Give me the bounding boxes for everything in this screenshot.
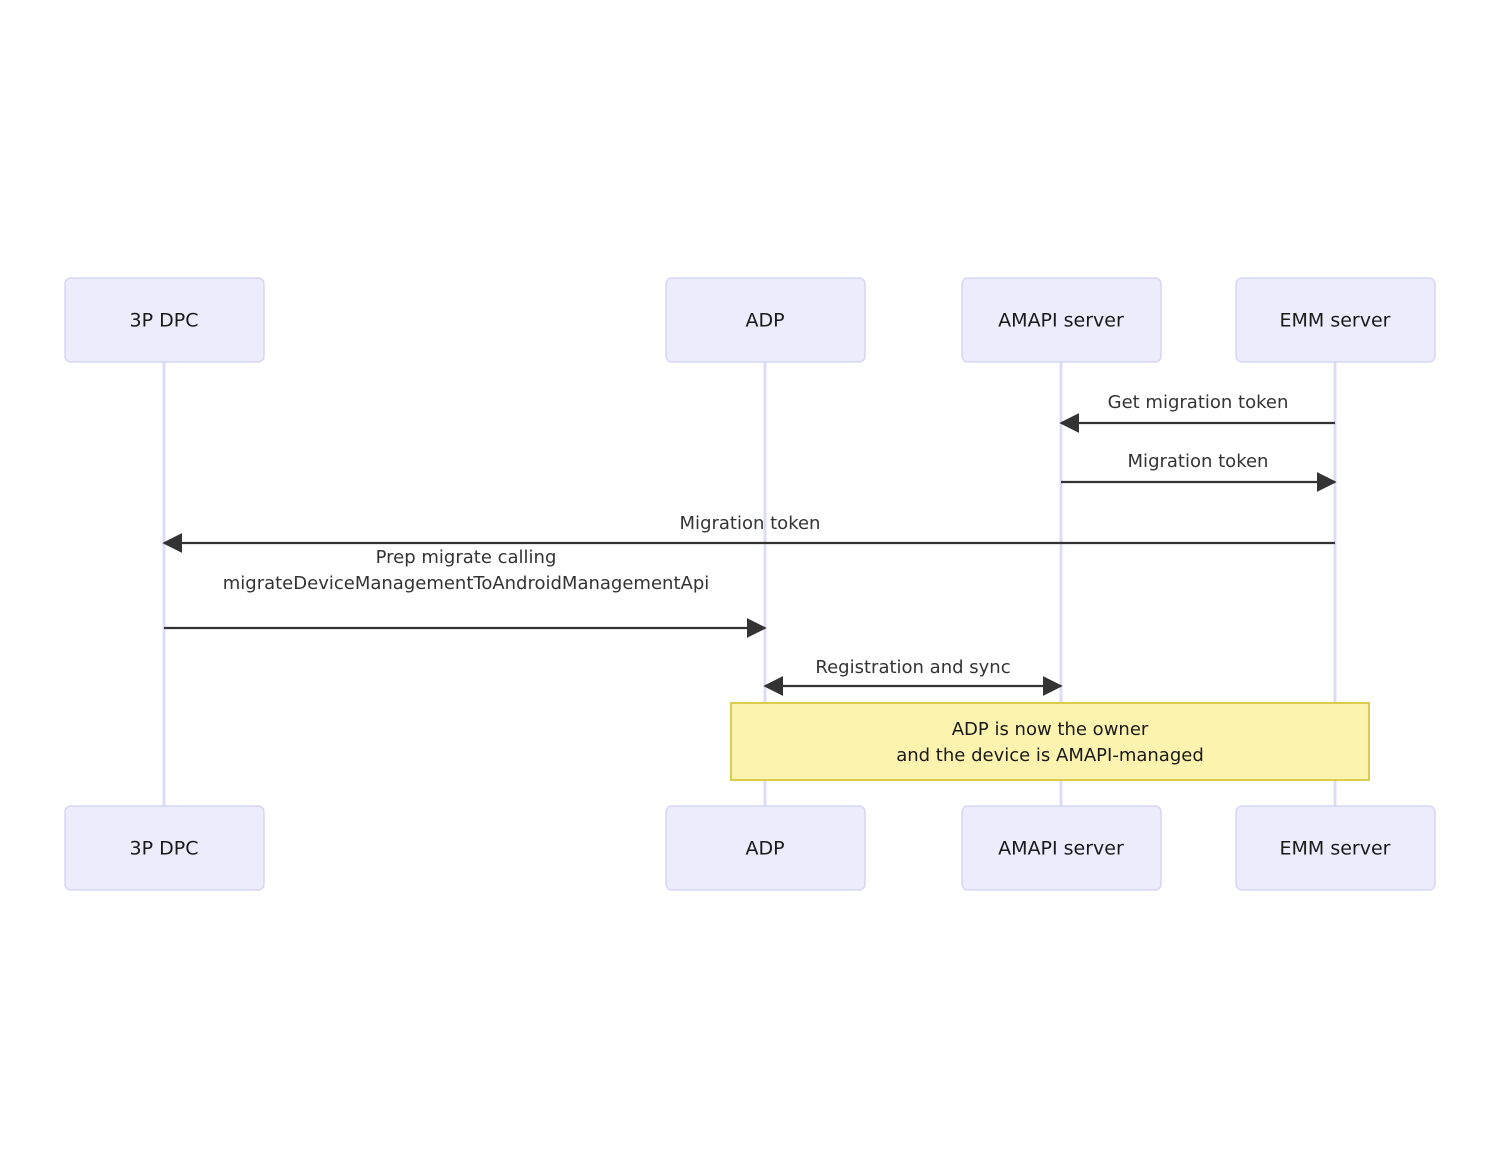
participant-adp-top[interactable]: ADP <box>665 277 866 363</box>
message-label: Prep migrate calling <box>376 547 557 568</box>
message-m5[interactable]: Registration and sync <box>763 657 1063 696</box>
message-label: Get migration token <box>1108 392 1289 413</box>
participant-amapi-bottom[interactable]: AMAPI server <box>961 805 1162 891</box>
message-label: Registration and sync <box>815 657 1010 678</box>
participant-label: ADP <box>745 838 784 860</box>
message-m3[interactable]: Migration token <box>162 513 1335 553</box>
participant-box <box>1235 805 1436 891</box>
message-label: Migration token <box>680 513 821 534</box>
participant-label: EMM server <box>1280 838 1391 860</box>
participant-box <box>1235 277 1436 363</box>
participant-box <box>64 277 265 363</box>
participant-box <box>961 805 1162 891</box>
participant-emm-top[interactable]: EMM server <box>1235 277 1436 363</box>
message-label: migrateDeviceManagementToAndroidManageme… <box>223 573 710 594</box>
participant-label: 3P DPC <box>130 838 199 860</box>
participant-box <box>665 805 866 891</box>
note-box <box>730 702 1370 781</box>
message-m1[interactable]: Get migration token <box>1059 392 1335 433</box>
participant-box <box>961 277 1162 363</box>
message-m2[interactable]: Migration token <box>1061 451 1337 492</box>
note-text-line: and the device is AMAPI-managed <box>896 745 1204 766</box>
participant-dpc-top[interactable]: 3P DPC <box>64 277 265 363</box>
participant-amapi-top[interactable]: AMAPI server <box>961 277 1162 363</box>
participant-label: EMM server <box>1280 310 1391 332</box>
message-label: Migration token <box>1128 451 1269 472</box>
participant-label: AMAPI server <box>998 310 1124 332</box>
participant-dpc-bottom[interactable]: 3P DPC <box>64 805 265 891</box>
notes-group: ADP is now the owner and the device is AM… <box>730 702 1370 781</box>
participant-emm-bottom[interactable]: EMM server <box>1235 805 1436 891</box>
participant-box <box>665 277 866 363</box>
participant-label: ADP <box>745 310 784 332</box>
message-m4[interactable]: Prep migrate calling migrateDeviceManagem… <box>164 547 767 638</box>
participant-label: AMAPI server <box>998 838 1124 860</box>
participant-adp-bottom[interactable]: ADP <box>665 805 866 891</box>
note-text-line: ADP is now the owner <box>952 719 1149 740</box>
note-n1[interactable]: ADP is now the owner and the device is AM… <box>730 702 1370 781</box>
participant-box <box>64 805 265 891</box>
participant-label: 3P DPC <box>130 310 199 332</box>
